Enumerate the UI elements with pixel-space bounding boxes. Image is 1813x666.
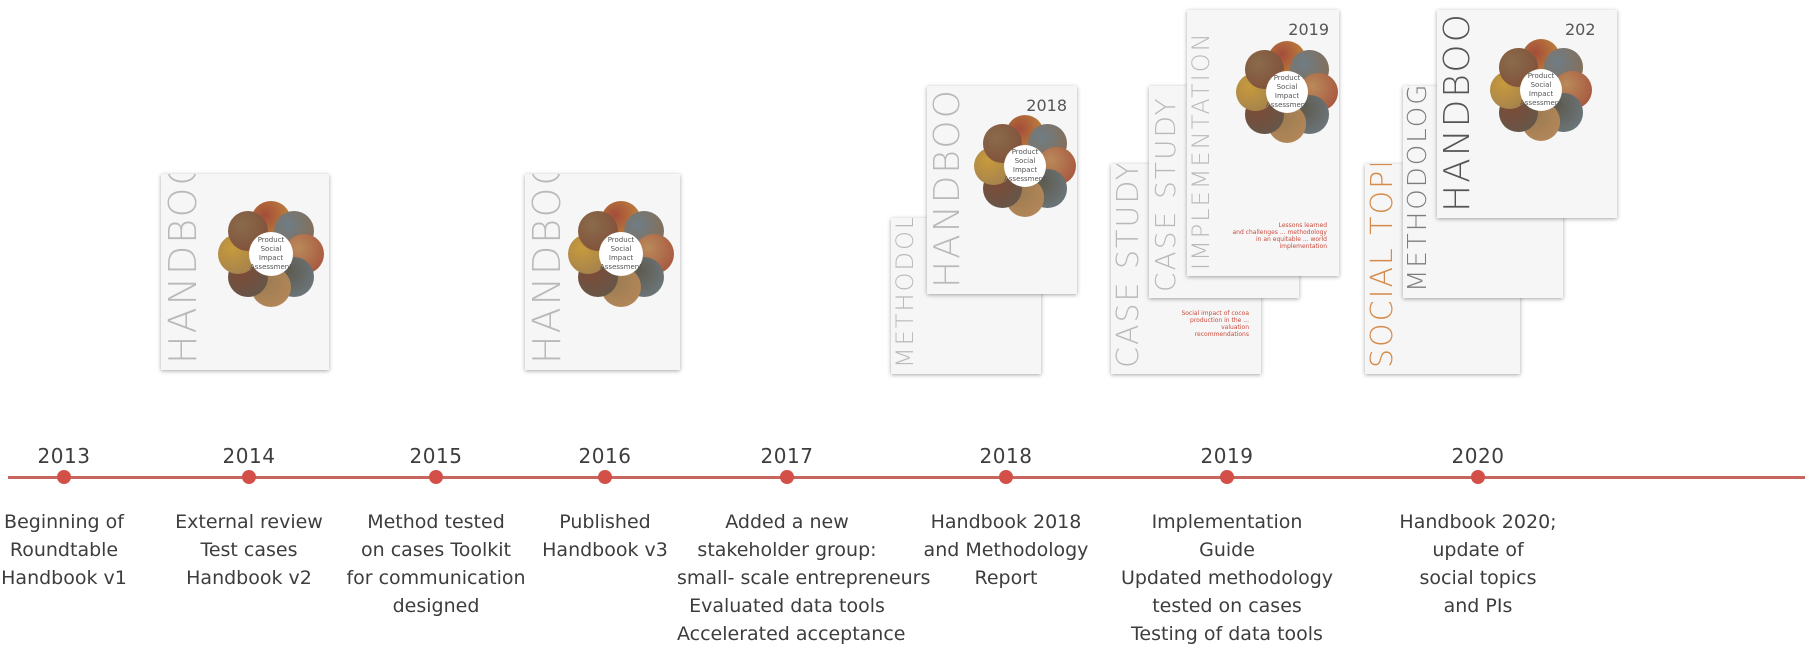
center-text-line: Product bbox=[1273, 73, 1301, 82]
description-line: Guide bbox=[1199, 539, 1255, 561]
cover-title: HANDBOOK bbox=[1437, 10, 1478, 212]
description-line: Test cases bbox=[200, 539, 298, 561]
description-line: on cases Toolkit bbox=[361, 539, 511, 561]
cover-title: HANDBOOK bbox=[927, 86, 968, 288]
description-line: Accelerated acceptance bbox=[677, 623, 906, 645]
center-text-line: Social Impact bbox=[1012, 156, 1038, 174]
cover-year: 202 bbox=[1565, 20, 1596, 39]
description-line: Handbook v1 bbox=[1, 567, 127, 589]
description-line: tested on cases bbox=[1152, 595, 1302, 617]
year-label: 2013 bbox=[37, 444, 91, 468]
milestone-description: Method tested on cases Toolkit for communi… bbox=[326, 508, 546, 620]
timeline-dot bbox=[1220, 470, 1234, 484]
cover-year: 2019 bbox=[1288, 20, 1329, 39]
cover-title: SOCIAL TOPICS bbox=[1365, 164, 1400, 368]
cover-year: 2018 bbox=[1026, 96, 1067, 115]
cover-title: METHODOLOGY bbox=[1403, 86, 1433, 292]
timeline-dot bbox=[1471, 470, 1485, 484]
cover-title: METHODOLOGY bbox=[891, 218, 919, 368]
description-line: Method tested bbox=[367, 511, 505, 533]
description-line: small- scale entrepreneurs bbox=[677, 567, 931, 589]
description-line: Beginning of bbox=[4, 511, 124, 533]
center-text-line: Social Impact bbox=[1528, 80, 1554, 98]
center-text-line: Product bbox=[607, 236, 635, 244]
description-line: Roundtable bbox=[9, 539, 119, 561]
description-line: update of bbox=[1432, 539, 1524, 561]
description-line: Handbook v2 bbox=[186, 567, 312, 589]
center-text-line: Social Impact bbox=[608, 245, 634, 262]
description-line: social topics bbox=[1419, 567, 1537, 589]
year-label: 2014 bbox=[222, 444, 276, 468]
description-line: stakeholder group: bbox=[697, 539, 877, 561]
timeline-dot bbox=[429, 470, 443, 484]
timeline-dot bbox=[999, 470, 1013, 484]
description-line: Testing of data tools bbox=[1131, 623, 1323, 645]
center-text-line: Product bbox=[1011, 147, 1039, 156]
cover-title: CASE STUDY bbox=[1149, 96, 1182, 292]
description-line: Handbook 2020; bbox=[1399, 511, 1557, 533]
timeline-dot bbox=[780, 470, 794, 484]
description-line: for communication bbox=[346, 567, 526, 589]
center-text-line: Assessment bbox=[600, 263, 642, 271]
description-line: and Methodology bbox=[923, 539, 1089, 561]
center-text-line: Social Impact bbox=[1274, 82, 1300, 100]
cover-title: IMPLEMENTATION bbox=[1187, 31, 1215, 270]
year-label: 2019 bbox=[1200, 444, 1254, 468]
description-line: Updated methodology bbox=[1120, 567, 1334, 589]
year-label: 2017 bbox=[760, 444, 814, 468]
milestone-description: Added a new stakeholder group: small- scal… bbox=[677, 508, 931, 648]
center-text-line: Assessment bbox=[1519, 98, 1562, 107]
description-line: Report bbox=[974, 567, 1038, 589]
timeline-axis bbox=[8, 476, 1805, 479]
timeline-dot bbox=[57, 470, 71, 484]
cover-title: HANDBOOK bbox=[161, 174, 205, 364]
center-text-line: Assessment bbox=[1003, 174, 1046, 183]
year-label: 2016 bbox=[578, 444, 632, 468]
cover-title: CASE STUDY bbox=[1111, 164, 1146, 368]
center-text-line: Product bbox=[1527, 71, 1555, 80]
cover-title: HANDBOOK bbox=[525, 174, 569, 364]
description-line: Added a new bbox=[725, 511, 849, 533]
description-line: designed bbox=[392, 595, 480, 617]
year-label: 2015 bbox=[409, 444, 463, 468]
timeline-dot bbox=[598, 470, 612, 484]
center-text-line: Assessment bbox=[1265, 100, 1308, 109]
center-text-line: Social Impact bbox=[258, 245, 284, 262]
timeline-dot bbox=[242, 470, 256, 484]
description-line: Handbook 2018 bbox=[930, 511, 1082, 533]
center-text-line: Product bbox=[257, 236, 285, 244]
description-line: and PIs bbox=[1443, 595, 1513, 617]
description-line: Handbook v3 bbox=[542, 539, 668, 561]
milestone-description: Handbook 2020; update of social topics and … bbox=[1368, 508, 1588, 620]
description-line: External review bbox=[175, 511, 323, 533]
year-label: 2018 bbox=[979, 444, 1033, 468]
description-line: Evaluated data tools bbox=[689, 595, 885, 617]
center-text-line: Assessment bbox=[250, 263, 292, 271]
description-line: Implementation bbox=[1151, 511, 1303, 533]
description-line: Published bbox=[559, 511, 651, 533]
year-label: 2020 bbox=[1451, 444, 1505, 468]
